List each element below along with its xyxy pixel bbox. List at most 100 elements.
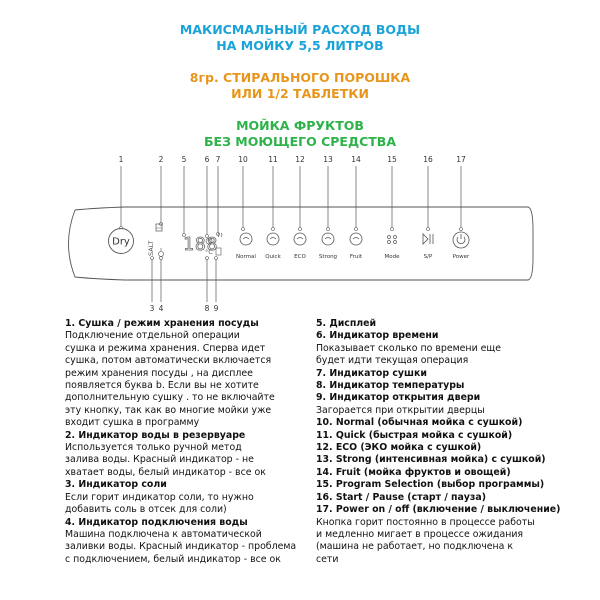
legend-line: сети [316, 553, 339, 565]
callout-number: 10 [238, 155, 248, 164]
program-label: ECO [294, 254, 306, 260]
legend-line: Подключение отдельной операции [65, 330, 240, 342]
legend-line: хватает воды, белый индикатор - все ок [65, 466, 266, 478]
callout-number: 15 [387, 155, 397, 164]
fruit-wash-heading: МОЙКА ФРУКТОВ БЕЗ МОЮЩЕГО СРЕДСТВА [0, 118, 600, 150]
door-indicator-icon [215, 247, 222, 256]
quick-wash-icon [266, 232, 280, 246]
water-inlet-icon [158, 248, 164, 257]
legend-line: 1. Сушка / режим хранения посуды [65, 318, 259, 329]
program-button-normal[interactable]: Normal [236, 232, 256, 260]
callout-number: 11 [268, 155, 278, 164]
callout-number: 2 [159, 155, 164, 164]
water-usage-line-1: МАКИСМАЛЬНЫЙ РАСХОД ВОДЫ [179, 22, 421, 37]
legend-line: режим хранения посуды , на дисплее [65, 367, 253, 379]
legend-line: Используется только ручной метод [65, 442, 242, 454]
callout-number: 12 [295, 155, 305, 164]
callout-number: 7 [216, 155, 221, 164]
legend-line: будет идти текущая операция [316, 355, 469, 367]
legend-line: 17. Power on / off (включение / выключен… [316, 504, 561, 516]
legend-line: 4. Индикатор подключения воды [65, 516, 248, 528]
power-icon [452, 231, 470, 249]
mode-icon [387, 235, 397, 244]
legend-line: 14. Fruit (мойка фруктов и овощей) [316, 466, 511, 478]
dry-button[interactable]: Dry [108, 228, 134, 254]
program-button-mode[interactable]: Mode [385, 235, 401, 261]
program-button-sp[interactable]: S/P [422, 233, 434, 260]
display: 188 [183, 234, 219, 256]
time-indicator-icon [205, 237, 213, 245]
detergent-heading: 8гр. СТИРАЛЬНОГО ПОРОШКА ИЛИ 1/2 ТАБЛЕТК… [0, 70, 600, 102]
program-label: Fruit [350, 254, 363, 260]
program-label: Power [453, 254, 470, 260]
legend-line: заливки воды. Красный индикатор - пробле… [65, 541, 297, 553]
detergent-line-2: ИЛИ 1/2 ТАБЛЕТКИ [231, 86, 369, 101]
legend-line: 11. Quick (быстрая мойка с сушкой) [316, 429, 513, 441]
callout-number: 8 [205, 304, 210, 313]
legend-line: 12. ECO (ЭКО мойка с сушкой) [316, 442, 482, 454]
svg-text:°C: °C [205, 248, 213, 256]
legend-line: появляется буква b. Если вы не хотите [65, 380, 259, 392]
svg-text:SALT: SALT [147, 241, 155, 256]
normal-wash-icon [239, 232, 253, 246]
program-button-strong[interactable]: Strong [319, 232, 337, 260]
callout-number: 1 [119, 155, 124, 164]
program-label: Normal [236, 254, 256, 260]
program-button-power[interactable]: Power [452, 231, 470, 260]
legend-line: Загорается при открытии дверцы [316, 404, 485, 416]
callout-lines [119, 166, 463, 302]
program-label: Strong [319, 254, 337, 260]
legend-line: 3. Индикатор соли [65, 479, 167, 491]
temperature-indicator-icon: °C [205, 248, 213, 256]
legend-line: 8. Индикатор температуры [316, 380, 465, 392]
program-label: Mode [385, 254, 401, 260]
callout-number: 3 [150, 304, 155, 313]
legend-line: 13. Strong (интенсивная мойка) с сушкой) [316, 454, 546, 466]
legend-line: Если горит индикатор соли, то нужно [65, 491, 254, 503]
callout-number: 17 [456, 155, 466, 164]
legend-line: 7. Индикатор сушки [316, 367, 427, 379]
program-button-fruit[interactable]: Fruit [349, 232, 363, 260]
fruit-wash-icon [349, 232, 363, 246]
fruit-wash-line-2: БЕЗ МОЮЩЕГО СРЕДСТВА [204, 134, 396, 149]
water-tank-icon [155, 223, 163, 232]
legend-line: 5. Дисплей [316, 318, 377, 329]
legend-line: сушка, потом автоматически включается [65, 355, 272, 367]
strong-wash-icon [321, 232, 335, 246]
legend-line: 6. Индикатор времени [316, 330, 439, 342]
legend-line: дополнительную сушку . то не включайте [65, 392, 275, 404]
legend-line: 16. Start / Pause (старт / пауза) [316, 491, 486, 503]
program-button-quick[interactable]: Quick [265, 232, 282, 260]
detergent-line-1: 8гр. СТИРАЛЬНОГО ПОРОШКА [189, 70, 411, 85]
dry-button-label: Dry [112, 237, 130, 248]
legend-line: (машина не работает, но подключена к [316, 541, 514, 553]
legend-line: входит сушка в программу [65, 417, 200, 429]
legend-line: Показывает сколько по времени еще [316, 342, 502, 354]
fruit-wash-line-1: МОЙКА ФРУКТОВ [236, 118, 364, 133]
callout-number: 13 [323, 155, 333, 164]
start-pause-icon [422, 233, 434, 245]
callout-number: 16 [423, 155, 433, 164]
legend-line: сушка и режима хранения. Сперва идет [65, 342, 266, 354]
program-button-eco[interactable]: ECO [293, 232, 307, 260]
salt-icon: SALT [147, 241, 155, 256]
callout-number: 14 [351, 155, 361, 164]
legend-line: Кнопка горит постоянно в процессе работы [316, 516, 535, 528]
legend-line: добавить соль в отсек для соли) [65, 504, 227, 516]
legend-line: 10. Normal (обычная мойка с сушкой) [316, 417, 523, 429]
water-usage-heading: МАКИСМАЛЬНЫЙ РАСХОД ВОДЫ НА МОЙКУ 5,5 ЛИ… [0, 22, 600, 54]
panel-outline [68, 206, 534, 281]
display-digits: 188 [183, 234, 219, 255]
callout-number: 6 [205, 155, 210, 164]
callout-number: 4 [159, 304, 164, 313]
eco-wash-icon [293, 232, 307, 246]
callout-number: 9 [214, 304, 219, 313]
water-usage-line-2: НА МОЙКУ 5,5 ЛИТРОВ [216, 38, 384, 53]
legend-line: 15. Program Selection (выбор программы) [316, 479, 545, 491]
